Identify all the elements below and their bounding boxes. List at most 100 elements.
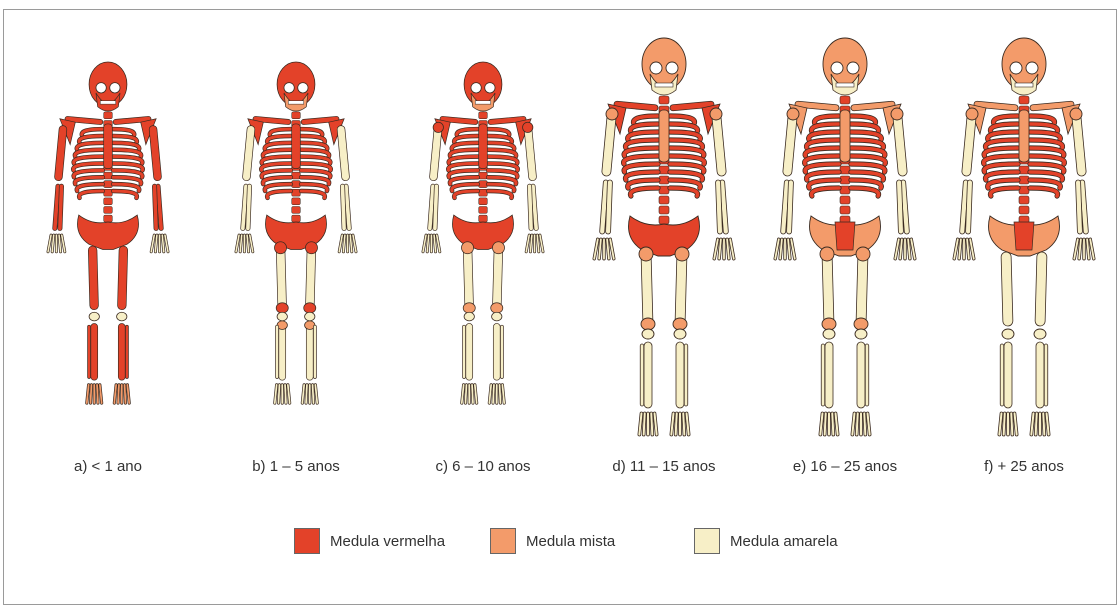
tibia-left (1004, 342, 1012, 408)
finger (1083, 238, 1086, 260)
toe (496, 384, 498, 405)
legend-label-red: Medula vermelha (330, 533, 445, 550)
rib-left (990, 188, 1018, 196)
femur-distal (463, 303, 475, 313)
tibia-right (676, 342, 684, 408)
tibia-left (279, 323, 286, 380)
humerus-head (523, 122, 533, 132)
finger (158, 234, 160, 253)
caption-f: f) + 25 anos (984, 458, 1064, 475)
skeleton-4 (593, 38, 736, 436)
vertebra (292, 215, 301, 222)
teeth (655, 83, 673, 87)
femur-head (492, 242, 504, 254)
skull (277, 62, 315, 107)
caption-d: d) 11 – 15 anos (612, 458, 715, 475)
eye-socket-right (666, 62, 678, 74)
vertebra (479, 198, 488, 205)
sternum (659, 110, 669, 162)
femur-distal (641, 318, 655, 330)
fibula (276, 325, 279, 378)
humerus-left (962, 112, 977, 177)
femur-distal (822, 318, 836, 330)
femur-right (675, 252, 687, 326)
patella (855, 329, 867, 339)
caption-b: b) 1 – 5 anos (252, 458, 340, 475)
humerus-right (337, 125, 350, 181)
skull (823, 38, 867, 90)
vertebra (1019, 196, 1029, 204)
femur-distal (673, 318, 687, 330)
sternum (1019, 110, 1029, 162)
fibula (1000, 344, 1004, 406)
fibula (500, 325, 503, 378)
sternum (292, 124, 301, 169)
eye-socket-right (298, 83, 308, 93)
rib-left (454, 191, 478, 198)
vertebra (104, 206, 113, 213)
fibula (684, 344, 688, 406)
legend-swatch-yellow (694, 528, 720, 554)
legend-swatch-mixed (490, 528, 516, 554)
legend-item-red: Medula vermelha (294, 528, 445, 554)
finger (243, 234, 245, 253)
eye-socket-left (831, 62, 843, 74)
patella (1002, 329, 1014, 339)
eye-socket-left (650, 62, 662, 74)
sternum (479, 124, 488, 169)
femur-left (822, 252, 834, 326)
vertebra (479, 215, 488, 222)
skeleton-3 (422, 62, 545, 404)
rib-left (79, 191, 103, 198)
sternum (840, 110, 850, 162)
fibula (463, 325, 466, 378)
skull (642, 38, 686, 90)
finger (603, 238, 606, 260)
sacrum (835, 222, 855, 250)
vertebra (104, 189, 113, 196)
vertebra (1019, 206, 1029, 214)
rib-left (630, 188, 658, 196)
vertebra (292, 206, 301, 213)
humerus-head (1070, 108, 1082, 120)
femur-right (856, 252, 868, 326)
legend-swatch-red (294, 528, 320, 554)
tibia-left (91, 323, 98, 380)
humerus-left (783, 112, 798, 177)
tibia-right (493, 323, 500, 380)
patella (89, 312, 99, 321)
vertebra (479, 112, 488, 119)
femur-left (641, 252, 653, 326)
femur-head (820, 247, 834, 261)
patella (464, 312, 474, 321)
humerus-right (149, 125, 162, 181)
femur-left (88, 246, 98, 310)
skeletons-illustration (0, 0, 1120, 470)
vertebra (659, 186, 669, 194)
femur-right (1035, 252, 1047, 326)
skeleton-5 (774, 38, 917, 436)
finger (346, 234, 348, 253)
finger (55, 234, 57, 253)
femur-head (639, 247, 653, 261)
humerus-head (966, 108, 978, 120)
patella (277, 312, 287, 321)
patella (492, 312, 502, 321)
toe (860, 412, 863, 436)
skeleton-1 (47, 62, 170, 404)
toe (468, 384, 470, 405)
vertebra (479, 172, 488, 179)
vertebra (840, 196, 850, 204)
humerus-right (893, 112, 908, 177)
sacrum (1014, 222, 1034, 250)
teeth (475, 101, 490, 104)
vertebra (479, 206, 488, 213)
legend-label-mixed: Medula mista (526, 533, 615, 550)
patella (642, 329, 654, 339)
rib-right (488, 191, 512, 198)
vertebra (104, 172, 113, 179)
skeleton-6 (953, 38, 1096, 436)
patella (823, 329, 835, 339)
rib-right (670, 188, 698, 196)
eye-socket-right (485, 83, 495, 93)
